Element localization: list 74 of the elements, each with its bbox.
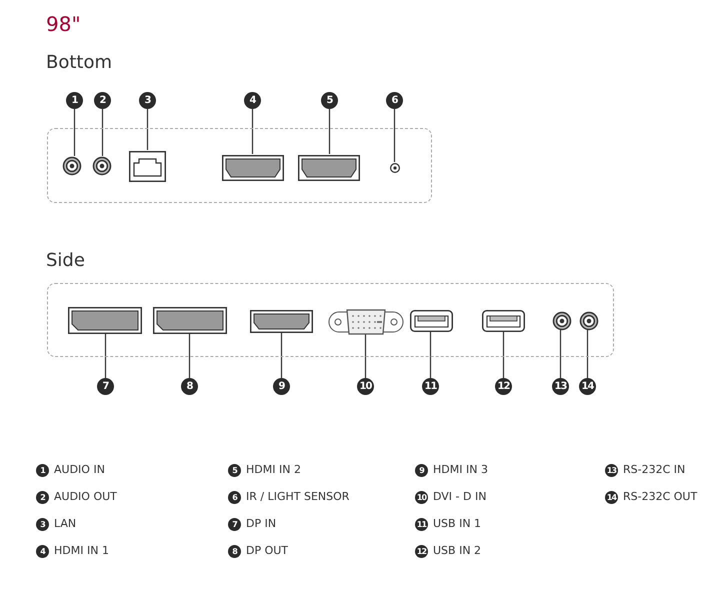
audio-jack-icon: [580, 312, 598, 330]
audio-jack-icon: [93, 157, 111, 175]
audio-jack-icon: [553, 312, 571, 330]
port-name: DP OUT: [246, 544, 288, 557]
leader-line: [328, 109, 330, 154]
leader-line: [364, 334, 366, 378]
hdmi-port-icon: [250, 310, 313, 333]
displayport-icon: [153, 307, 227, 334]
leader-line: [74, 109, 76, 156]
callout-number: 3: [36, 518, 49, 531]
callout-number: 13: [605, 464, 618, 477]
sensor-icon: [390, 163, 400, 173]
callout-number: 9: [273, 378, 290, 395]
callout-number: 4: [36, 545, 49, 558]
leader-line: [430, 331, 432, 378]
callout-number: 5: [321, 92, 338, 109]
leader-line: [146, 109, 148, 150]
port-name: RS-232C IN: [623, 463, 686, 476]
callout-number: 7: [228, 518, 241, 531]
leader-line: [188, 333, 190, 378]
leader-line: [394, 109, 396, 162]
leader-line: [560, 329, 562, 378]
callout-number: 6: [228, 491, 241, 504]
callout-number: 5: [228, 464, 241, 477]
callout-number: 2: [36, 491, 49, 504]
callout-number: 10: [415, 491, 428, 504]
callout-number: 3: [139, 92, 156, 109]
port-name: IR / LIGHT SENSOR: [246, 490, 350, 503]
section-heading: Bottom: [46, 52, 112, 73]
port-name: AUDIO IN: [54, 463, 105, 476]
callout-number: 12: [415, 545, 428, 558]
callout-number: 13: [552, 378, 569, 395]
leader-line: [104, 333, 106, 378]
callout-number: 2: [94, 92, 111, 109]
callout-number: 11: [422, 378, 439, 395]
callout-number: 1: [36, 464, 49, 477]
callout-number: 14: [579, 378, 596, 395]
port-name: HDMI IN 1: [54, 544, 109, 557]
port-name: USB IN 1: [433, 517, 482, 530]
leader-line: [280, 332, 282, 378]
leader-line: [502, 331, 504, 378]
usb-port-icon: [410, 310, 453, 332]
port-name: HDMI IN 3: [433, 463, 488, 476]
dvi-port-icon: [331, 309, 401, 335]
callout-number: 10: [357, 378, 374, 395]
callout-number: 1: [66, 92, 83, 109]
title: 98": [46, 12, 81, 36]
port-name: AUDIO OUT: [54, 490, 117, 503]
audio-jack-icon: [63, 157, 81, 175]
leader-line: [586, 329, 588, 378]
callout-number: 14: [605, 491, 618, 504]
callout-number: 12: [495, 378, 512, 395]
callout-number: 7: [97, 378, 114, 395]
leader-line: [252, 109, 254, 154]
callout-number: 9: [415, 464, 428, 477]
usb-port-icon: [482, 310, 525, 332]
port-name: LAN: [54, 517, 76, 530]
port-name: HDMI IN 2: [246, 463, 301, 476]
callout-number: 6: [386, 92, 403, 109]
callout-number: 11: [415, 518, 428, 531]
port-name: RS-232C OUT: [623, 490, 698, 503]
section-heading: Side: [46, 250, 85, 271]
hdmi-port-icon: [298, 155, 360, 181]
port-name: DVI - D IN: [433, 490, 486, 503]
port-name: DP IN: [246, 517, 276, 530]
leader-line: [102, 109, 104, 156]
port-name: USB IN 2: [433, 544, 482, 557]
callout-number: 4: [244, 92, 261, 109]
callout-number: 8: [228, 545, 241, 558]
callout-number: 8: [181, 378, 198, 395]
lan-port-icon: [129, 151, 166, 182]
hdmi-port-icon: [222, 155, 284, 181]
displayport-icon: [68, 307, 142, 334]
dashed-panel: [47, 128, 432, 203]
